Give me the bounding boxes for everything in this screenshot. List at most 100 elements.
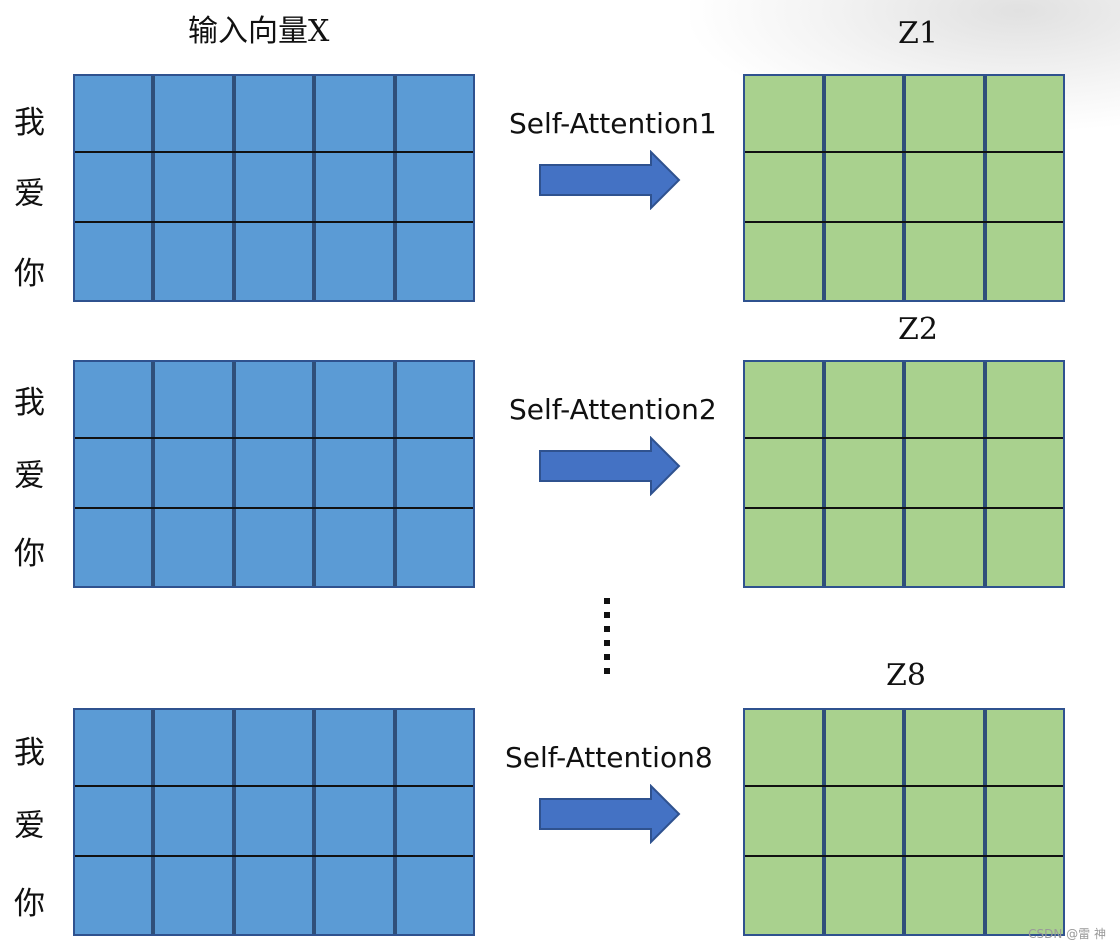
output-label-z1: Z1 [898, 16, 938, 51]
matrix-cell [153, 508, 234, 588]
matrix-cell [153, 222, 234, 302]
matrix-cell [153, 438, 234, 508]
matrix-cell [73, 152, 154, 222]
output-label-z2: Z2 [898, 312, 938, 347]
matrix-cell [904, 222, 985, 302]
output-matrix [743, 74, 1065, 302]
matrix-cell [314, 508, 395, 588]
token-label: 你 [14, 536, 45, 572]
matrix-cell [984, 222, 1065, 302]
matrix-cell [153, 74, 234, 152]
right-arrow-icon [539, 150, 681, 210]
vertical-ellipsis [604, 598, 612, 682]
input-matrix [73, 74, 475, 302]
right-arrow-icon [539, 436, 681, 496]
matrix-cell [153, 152, 234, 222]
matrix-cell [73, 708, 154, 786]
ellipsis-dot [604, 626, 610, 632]
matrix-cell [233, 74, 315, 152]
input-matrix [73, 360, 475, 588]
matrix-cell [823, 222, 904, 302]
matrix-cell [823, 856, 904, 936]
row-divider [743, 785, 1065, 787]
output-matrix [743, 360, 1065, 588]
row-divider [743, 221, 1065, 223]
matrix-cell [984, 74, 1065, 152]
matrix-cell [233, 360, 315, 438]
matrix-cell [233, 152, 315, 222]
matrix-cell [394, 222, 475, 302]
token-label: 你 [14, 886, 45, 922]
matrix-cell [233, 856, 315, 936]
row-divider [73, 151, 475, 153]
row-divider [73, 507, 475, 509]
matrix-cell [73, 74, 154, 152]
matrix-cell [314, 74, 395, 152]
matrix-cell [153, 708, 234, 786]
matrix-cell [823, 786, 904, 856]
row-divider [73, 437, 475, 439]
matrix-cell [984, 708, 1065, 786]
row-divider [73, 221, 475, 223]
watermark: CSDN @雷 神 [1028, 927, 1106, 941]
row-divider [743, 151, 1065, 153]
matrix-cell [984, 786, 1065, 856]
token-label: 爱 [14, 458, 45, 494]
matrix-cell [823, 152, 904, 222]
matrix-cell [904, 508, 985, 588]
matrix-cell [394, 438, 475, 508]
token-label: 我 [14, 735, 45, 771]
matrix-cell [743, 74, 824, 152]
matrix-cell [153, 360, 234, 438]
matrix-cell [73, 508, 154, 588]
matrix-cell [984, 438, 1065, 508]
matrix-cell [394, 786, 475, 856]
output-label-z8: Z8 [886, 658, 926, 693]
row-divider [743, 507, 1065, 509]
ellipsis-dot [604, 668, 610, 674]
matrix-cell [984, 508, 1065, 588]
matrix-cell [823, 438, 904, 508]
ellipsis-dot [604, 598, 610, 604]
matrix-cell [904, 708, 985, 786]
matrix-cell [743, 152, 824, 222]
right-arrow-icon [539, 784, 681, 844]
token-label: 我 [14, 105, 45, 141]
matrix-cell [73, 856, 154, 936]
attention-label-2: Self-Attention2 [509, 393, 717, 426]
matrix-cell [314, 152, 395, 222]
matrix-cell [394, 856, 475, 936]
matrix-cell [823, 360, 904, 438]
row-divider [73, 855, 475, 857]
matrix-cell [823, 508, 904, 588]
matrix-cell [743, 222, 824, 302]
matrix-cell [394, 708, 475, 786]
input-vector-title: 输入向量X [188, 14, 330, 49]
matrix-cell [314, 360, 395, 438]
matrix-cell [743, 438, 824, 508]
ellipsis-dot [604, 640, 610, 646]
matrix-cell [743, 360, 824, 438]
matrix-cell [153, 856, 234, 936]
matrix-cell [984, 856, 1065, 936]
row-divider [73, 785, 475, 787]
matrix-cell [904, 786, 985, 856]
matrix-cell [73, 360, 154, 438]
matrix-cell [73, 222, 154, 302]
matrix-cell [394, 360, 475, 438]
matrix-cell [153, 786, 234, 856]
matrix-cell [394, 152, 475, 222]
matrix-cell [314, 708, 395, 786]
matrix-cell [743, 786, 824, 856]
ellipsis-dot [604, 612, 610, 618]
row-divider [743, 437, 1065, 439]
matrix-cell [394, 508, 475, 588]
matrix-cell [984, 360, 1065, 438]
token-label: 爱 [14, 808, 45, 844]
matrix-cell [904, 74, 985, 152]
ellipsis-dot [604, 654, 610, 660]
token-label: 爱 [14, 176, 45, 212]
matrix-cell [233, 786, 315, 856]
matrix-cell [823, 708, 904, 786]
matrix-cell [233, 222, 315, 302]
